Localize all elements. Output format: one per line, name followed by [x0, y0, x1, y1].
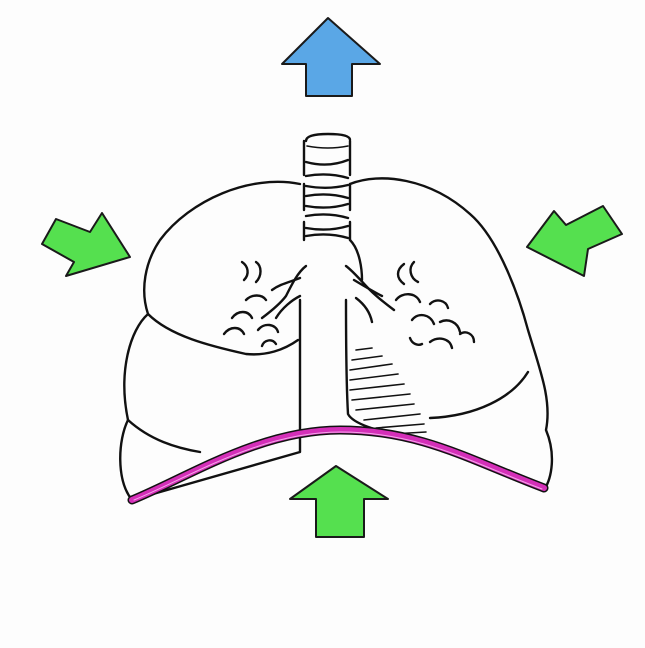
heart-shading [350, 348, 426, 434]
arrow-right-inward [527, 206, 622, 276]
up-arrow-top [282, 18, 380, 96]
trachea [304, 134, 350, 240]
arrow-bottom-inward [290, 466, 388, 537]
lung-right [346, 178, 552, 490]
bronchi-right [346, 262, 474, 348]
arrow-left-inward [42, 213, 130, 276]
bronchi-left [224, 262, 306, 346]
